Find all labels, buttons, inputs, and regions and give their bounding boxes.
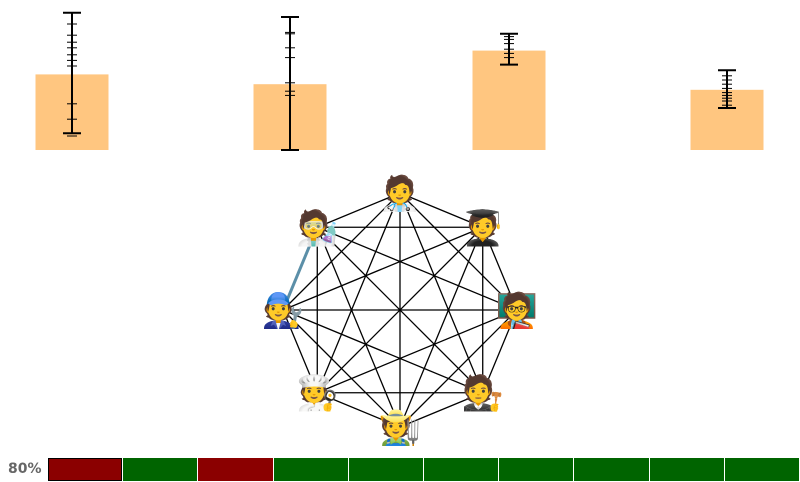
graph-edge bbox=[399, 227, 484, 428]
graph-edge bbox=[282, 309, 401, 428]
graph-edge bbox=[317, 226, 518, 311]
graph-edge bbox=[317, 392, 401, 428]
graph-edge bbox=[317, 192, 401, 228]
graph-edge bbox=[317, 309, 518, 394]
graph-edge bbox=[316, 192, 401, 393]
progress-cell-hit bbox=[649, 458, 724, 481]
graph-edge bbox=[282, 226, 483, 311]
bar-group bbox=[253, 16, 327, 151]
graph-edge bbox=[316, 227, 401, 428]
progress-bar: 80% bbox=[0, 458, 800, 482]
health-worker-icon[interactable]: 🧑‍⚕️ bbox=[379, 173, 421, 214]
progress-cell-hit bbox=[123, 458, 198, 481]
graph-edge bbox=[482, 227, 518, 311]
progress-cell-hit bbox=[273, 458, 348, 481]
teacher-icon[interactable]: 🧑‍🏫 bbox=[496, 290, 538, 331]
progress-cells bbox=[48, 458, 800, 482]
graph-edge bbox=[316, 226, 484, 394]
progress-cell-hit bbox=[348, 458, 423, 481]
progress-label: 80% bbox=[8, 461, 42, 477]
graph-edge bbox=[399, 392, 483, 428]
graph-edge bbox=[282, 309, 483, 394]
emoji-graph: 🧑‍⚕️ 🧑‍🎓 🧑‍🏫 🧑‍⚖️ 🧑‍🌾 🧑‍🍳 🧑‍🔧 🧑‍🔬 bbox=[262, 173, 538, 448]
bar-group bbox=[35, 11, 109, 150]
bar-group bbox=[472, 32, 546, 150]
progress-cell-miss bbox=[198, 458, 273, 481]
mechanic-icon[interactable]: 🧑‍🔧 bbox=[262, 291, 304, 331]
student-icon[interactable]: 🧑‍🎓 bbox=[462, 208, 504, 248]
progress-cell-hit bbox=[574, 458, 649, 481]
bar-group bbox=[690, 69, 764, 150]
graph-edge bbox=[282, 309, 318, 393]
progress-cell-hit bbox=[724, 458, 799, 481]
bar bbox=[472, 50, 546, 150]
graph-edge bbox=[399, 192, 483, 228]
progress-cell-hit bbox=[499, 458, 574, 481]
judge-icon[interactable]: 🧑‍⚖️ bbox=[462, 373, 504, 414]
bar-panel bbox=[35, 11, 764, 151]
cook-icon[interactable]: 🧑‍🍳 bbox=[296, 374, 338, 414]
scientist-icon[interactable]: 🧑‍🔬 bbox=[296, 207, 338, 248]
graph-edge bbox=[482, 309, 518, 393]
highlighted-edge bbox=[281, 226, 319, 311]
progress-cell-miss bbox=[48, 458, 123, 481]
graph-edge bbox=[399, 192, 484, 393]
progress-cell-hit bbox=[424, 458, 499, 481]
farmer-icon[interactable]: 🧑‍🌾 bbox=[377, 408, 421, 448]
